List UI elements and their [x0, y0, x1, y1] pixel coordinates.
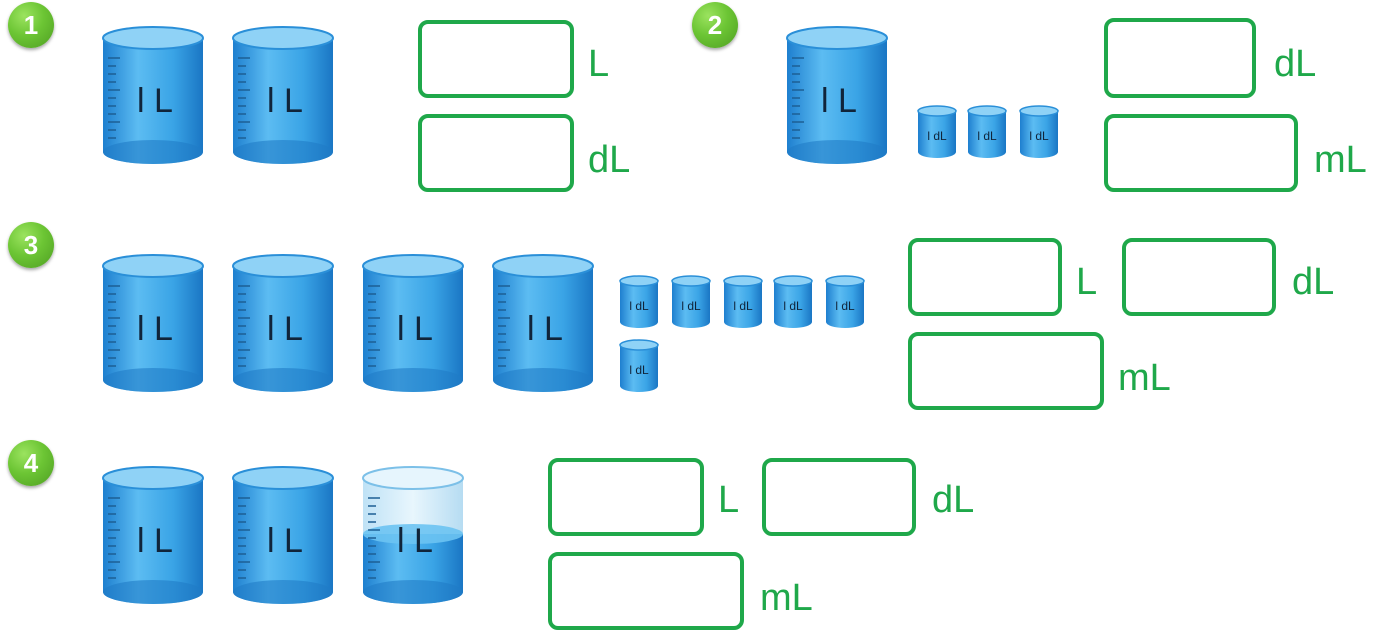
one-deciliter-cup: l dL: [824, 274, 866, 330]
svg-text:l dL: l dL: [835, 299, 855, 313]
one-deciliter-cup: l dL: [916, 104, 958, 160]
problem-2-number-badge: 2: [692, 2, 738, 48]
one-deciliter-cup: l dL: [1018, 104, 1060, 160]
unit-label-deciliters: dL: [932, 479, 975, 521]
svg-text:l dL: l dL: [733, 299, 753, 313]
problem-1-number-badge: 1: [8, 2, 54, 48]
problem-3-number-badge: 3: [8, 222, 54, 268]
unit-label-deciliters: dL: [1274, 43, 1317, 85]
unit-label-liters: L: [588, 43, 610, 85]
svg-text:l L: l L: [267, 82, 303, 120]
half-filled-liter-beaker: l L: [360, 464, 466, 606]
answer-box-deciliters[interactable]: [762, 458, 916, 536]
one-liter-beaker: l L: [230, 24, 336, 166]
one-liter-beaker: l L: [490, 252, 596, 394]
answer-box-milliliters[interactable]: [908, 332, 1104, 410]
one-liter-beaker: l L: [100, 24, 206, 166]
answer-box-milliliters[interactable]: [548, 552, 744, 630]
answer-box-liters[interactable]: [548, 458, 704, 536]
one-deciliter-cup: l dL: [670, 274, 712, 330]
one-liter-beaker: l L: [100, 464, 206, 606]
svg-text:l dL: l dL: [783, 299, 803, 313]
unit-label-deciliters: dL: [588, 139, 631, 181]
unit-label-deciliters: dL: [1292, 261, 1335, 303]
svg-text:l L: l L: [267, 310, 303, 348]
svg-text:l dL: l dL: [681, 299, 701, 313]
svg-text:l L: l L: [821, 82, 857, 120]
svg-text:l dL: l dL: [629, 363, 649, 377]
answer-box-liters[interactable]: [418, 20, 574, 98]
one-deciliter-cup: l dL: [772, 274, 814, 330]
svg-text:l L: l L: [267, 522, 303, 560]
unit-label-liters: L: [1076, 261, 1098, 303]
one-deciliter-cup: l dL: [618, 274, 660, 330]
svg-text:l L: l L: [527, 310, 563, 348]
unit-label-liters: L: [718, 479, 740, 521]
one-deciliter-cup: l dL: [966, 104, 1008, 160]
problem-4-number-badge: 4: [8, 440, 54, 486]
one-liter-beaker: l L: [230, 252, 336, 394]
unit-label-milliliters: mL: [1118, 357, 1171, 399]
answer-box-deciliters[interactable]: [1104, 18, 1256, 98]
one-liter-beaker: l L: [230, 464, 336, 606]
answer-box-milliliters[interactable]: [1104, 114, 1298, 192]
unit-label-milliliters: mL: [1314, 139, 1367, 181]
one-liter-beaker: l L: [360, 252, 466, 394]
svg-text:l L: l L: [137, 522, 173, 560]
one-deciliter-cup: l dL: [722, 274, 764, 330]
svg-text:l dL: l dL: [1029, 129, 1049, 143]
svg-text:l L: l L: [397, 522, 433, 560]
answer-box-deciliters[interactable]: [1122, 238, 1276, 316]
answer-box-deciliters[interactable]: [418, 114, 574, 192]
svg-text:l L: l L: [137, 82, 173, 120]
one-liter-beaker: l L: [784, 24, 890, 166]
svg-text:l dL: l dL: [629, 299, 649, 313]
one-deciliter-cup: l dL: [618, 338, 660, 394]
answer-box-liters[interactable]: [908, 238, 1062, 316]
svg-text:l dL: l dL: [927, 129, 947, 143]
one-liter-beaker: l L: [100, 252, 206, 394]
svg-text:l L: l L: [137, 310, 173, 348]
svg-text:l L: l L: [397, 310, 433, 348]
svg-text:l dL: l dL: [977, 129, 997, 143]
unit-label-milliliters: mL: [760, 577, 813, 619]
